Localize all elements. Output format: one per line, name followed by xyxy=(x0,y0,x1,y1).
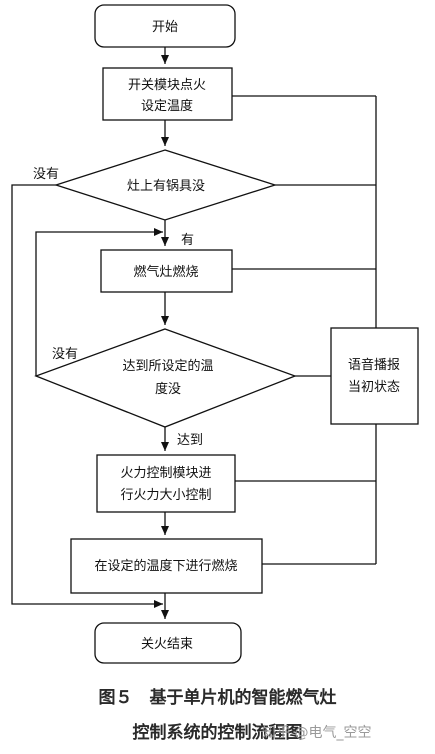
voice-label-line2: 当初状态 xyxy=(348,380,400,395)
pot-check-label: 灶上有锅具没 xyxy=(127,178,205,194)
temp-yes-label: 达到 xyxy=(177,433,203,448)
connector-lines xyxy=(11,47,377,619)
burn-box xyxy=(100,249,233,293)
pot-yes-label: 有 xyxy=(181,233,194,248)
temp-check-label-line1: 达到所设定的温 xyxy=(122,358,213,374)
ignite-label-line1: 开关模块点火 xyxy=(128,78,206,93)
voice-label-line1: 语音播报 xyxy=(348,357,400,373)
fire-control-label-line2: 行火力大小控制 xyxy=(120,488,211,503)
temp-check-label-line2: 度没 xyxy=(155,381,181,397)
hold-burn-box xyxy=(70,538,263,594)
voice-box xyxy=(330,327,419,425)
hold-burn-label: 在设定的温度下进行燃烧 xyxy=(94,558,237,574)
end-label: 关火结束 xyxy=(141,637,193,652)
pot-check-decision xyxy=(53,149,278,221)
watermark: 知乎 @电气_空空 xyxy=(262,725,372,741)
ignite-box xyxy=(102,67,233,121)
fire-control-box xyxy=(96,454,236,513)
start-terminal xyxy=(94,4,236,48)
end-terminal xyxy=(94,622,242,664)
pot-no-label: 没有 xyxy=(33,167,59,182)
figure-caption-line1: 图５ 基于单片机的智能燃气灶 xyxy=(98,688,337,708)
figure-caption-line2: 控制系统的控制流程图 xyxy=(132,723,303,743)
start-label: 开始 xyxy=(152,20,178,35)
flowchart: 开始 开关模块点火 设定温度 灶上有锅具没 燃气灶燃烧 达到所设定的温 度没 语… xyxy=(11,4,419,664)
temp-no-label: 没有 xyxy=(52,347,78,362)
fire-control-label-line1: 火力控制模块进 xyxy=(120,466,211,481)
temp-check-decision xyxy=(34,328,297,428)
burn-label: 燃气灶燃烧 xyxy=(133,264,198,280)
ignite-label-line2: 设定温度 xyxy=(141,98,193,114)
